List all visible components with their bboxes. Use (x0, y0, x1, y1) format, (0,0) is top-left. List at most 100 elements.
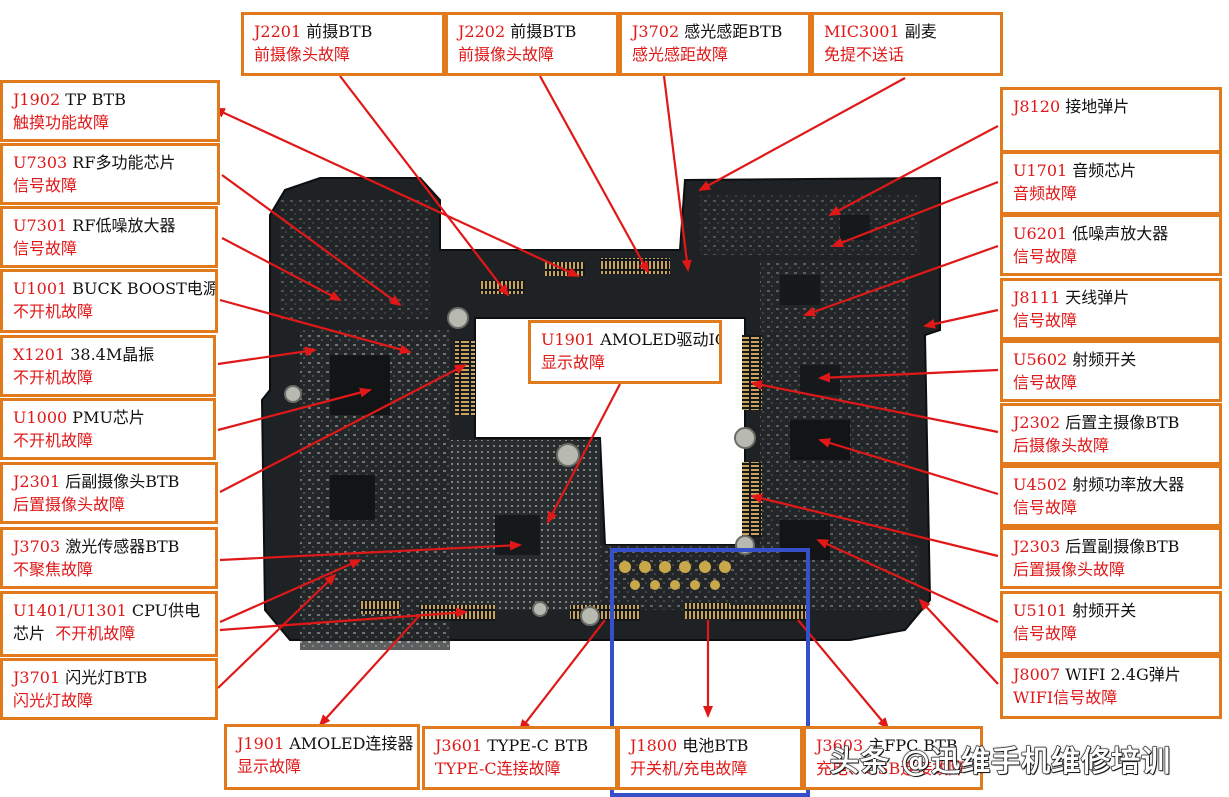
component-code: J8007 (1013, 665, 1061, 684)
label-box-j8111: J8111 天线弹片信号故障 (1000, 278, 1222, 340)
component-code: J1800 (630, 736, 678, 755)
fault-description: 闪光灯故障 (13, 691, 94, 710)
label-line2: 信号故障 (13, 237, 205, 260)
label-line1: J8111 天线弹片 (1013, 286, 1209, 309)
component-name: 音频芯片 (1072, 161, 1137, 180)
label-line2: 显示故障 (237, 755, 407, 778)
component-code: U1901 (541, 330, 596, 349)
component-code: J2303 (1013, 537, 1061, 556)
label-line2: 信号故障 (1013, 496, 1209, 519)
component-name: PMU芯片 (72, 408, 145, 427)
component-name: 主FPC BTB (868, 736, 958, 755)
fault-description: 不开机故障 (13, 368, 94, 387)
label-box-u4502: U4502 射频功率放大器信号故障 (1000, 465, 1222, 527)
component-code: U1701 (1013, 161, 1068, 180)
label-line1: J1800 电池BTB (630, 734, 790, 757)
component-code: U1000 (13, 408, 68, 427)
label-box-u1001: U1001 BUCK BOOST电源不开机故障 (0, 269, 218, 333)
label-line1: J2301 后副摄像头BTB (13, 470, 205, 493)
label-line1: U6201 低噪声放大器 (1013, 222, 1209, 245)
label-line1: U5101 射频开关 (1013, 599, 1209, 622)
label-line2: 信号故障 (1013, 245, 1209, 268)
label-line2: 免提不送话 (824, 43, 990, 66)
component-code: J2302 (1013, 413, 1061, 432)
fault-description: 显示故障 (541, 353, 606, 372)
label-line2: WIFI信号故障 (1013, 686, 1209, 709)
component-code: U5101 (1013, 601, 1068, 620)
label-line2: 后摄像头故障 (1013, 434, 1209, 457)
label-box-u1901: U1901 AMOLED驱动IC 显示故障 (528, 320, 722, 384)
label-line2: 前摄像头故障 (254, 43, 432, 66)
fault-description: 前摄像头故障 (458, 45, 555, 64)
fault-description: 音频故障 (1013, 184, 1078, 203)
component-code: J8111 (1013, 288, 1061, 307)
label-line2: 显示故障 (541, 351, 709, 374)
component-code: U5602 (1013, 350, 1068, 369)
fault-description: 信号故障 (1013, 373, 1078, 392)
label-line1: J3603 主FPC BTB (816, 734, 970, 757)
label-line2: 后置摄像头故障 (13, 493, 205, 516)
label-line1: J3703 激光传感器BTB (13, 535, 205, 558)
fault-description: 信号故障 (1013, 311, 1078, 330)
label-line1: U1901 AMOLED驱动IC (541, 328, 719, 351)
component-code: J3601 (435, 736, 483, 755)
label-line1: J8120 接地弹片 (1013, 95, 1209, 118)
fault-description: 后摄像头故障 (1013, 436, 1110, 455)
component-code: J3702 (632, 22, 680, 41)
label-line2: 信号故障 (13, 174, 207, 197)
label-box-u7303: U7303 RF多功能芯片信号故障 (0, 143, 220, 205)
component-name: 副麦 (904, 22, 937, 41)
component-name: 后副摄像头BTB (65, 472, 180, 491)
label-box-u6201: U6201 低噪声放大器信号故障 (1000, 214, 1222, 276)
component-code: J8120 (1013, 97, 1061, 116)
component-name: AMOLED连接器 (289, 734, 414, 753)
component-code: U1401/U1301 (13, 601, 127, 620)
label-line2: 不开机故障 (13, 300, 205, 323)
label-line1: U1000 PMU芯片 (13, 406, 203, 429)
fault-description: 不开机故障 (55, 624, 136, 643)
fault-description: 显示故障 (237, 757, 302, 776)
component-code: J3703 (13, 537, 61, 556)
component-code: U7301 (13, 216, 68, 235)
label-line2: 芯片 不开机故障 (13, 622, 205, 645)
label-box-mic3001: MIC3001 副麦免提不送话 (811, 12, 1003, 76)
component-code: U7303 (13, 153, 68, 172)
component-name: 后置副摄像BTB (1065, 537, 1180, 556)
fault-description: 后置摄像头故障 (13, 495, 126, 514)
label-line2: 信号故障 (1013, 371, 1209, 394)
component-name: 电池BTB (682, 736, 749, 755)
label-line1: U7303 RF多功能芯片 (13, 151, 207, 174)
component-name: RF低噪放大器 (72, 216, 176, 235)
label-line2: 后置摄像头故障 (1013, 558, 1209, 581)
component-name: 前摄BTB (306, 22, 373, 41)
component-code: J3603 (816, 736, 864, 755)
label-line1: X1201 38.4M晶振 (13, 343, 203, 366)
label-line2: 不聚焦故障 (13, 558, 205, 581)
label-line1: J1902 TP BTB (13, 88, 207, 111)
label-box-u5602: U5602 射频开关信号故障 (1000, 340, 1222, 402)
label-line1: J3601 TYPE-C BTB (435, 734, 605, 757)
label-line1: J2302 后置主摄像BTB (1013, 411, 1209, 434)
label-line2: 不开机故障 (13, 429, 203, 452)
label-line1: U1001 BUCK BOOST电源 (13, 277, 215, 300)
label-box-u7301: U7301 RF低噪放大器信号故障 (0, 206, 218, 268)
label-line1: U1401/U1301 CPU供电 (13, 599, 205, 622)
fault-description: 免提不送话 (824, 45, 905, 64)
component-code: J3701 (13, 668, 61, 687)
label-box-x1201: X1201 38.4M晶振不开机故障 (0, 335, 216, 397)
label-line1: U4502 射频功率放大器 (1013, 473, 1209, 496)
fault-description: 信号故障 (1013, 498, 1078, 517)
label-box-j8120: J8120 接地弹片 (1000, 87, 1222, 153)
label-box-u1701: U1701 音频芯片音频故障 (1000, 151, 1222, 215)
component-name: 后置主摄像BTB (1065, 413, 1180, 432)
label-line2: 不开机故障 (13, 366, 203, 389)
component-name: 射频开关 (1072, 350, 1137, 369)
component-code: U4502 (1013, 475, 1068, 494)
fault-description: 后置摄像头故障 (1013, 560, 1126, 579)
component-code: J1902 (13, 90, 61, 109)
